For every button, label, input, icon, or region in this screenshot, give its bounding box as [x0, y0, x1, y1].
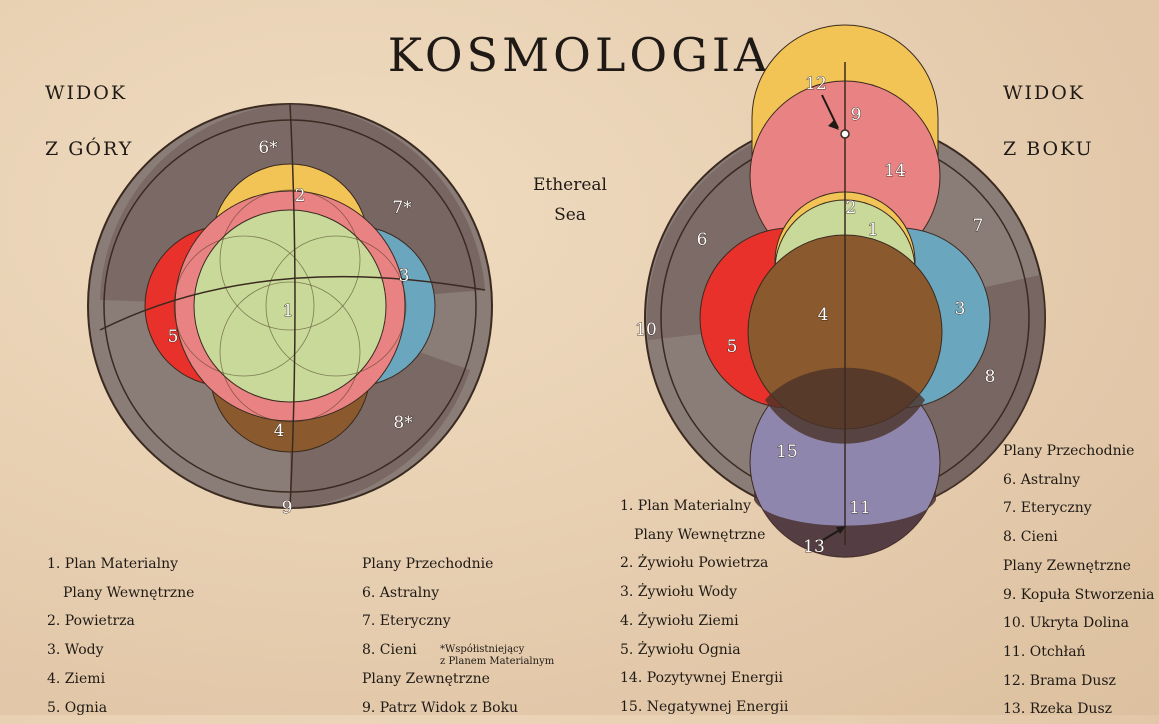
- side-soul-gate-marker: [841, 130, 849, 138]
- legend-side-view-inner: 1. Plan Materialny Plany Wewnętrzne 2. Ż…: [620, 492, 788, 722]
- legend-item: 15. Negatywnej Energii: [620, 693, 788, 722]
- side-label-8: 8: [985, 367, 996, 387]
- top-label-7: 7*: [392, 198, 412, 218]
- legend-item: 5. Żywiołu Ognia: [620, 636, 788, 665]
- legend-item: 10. Ukryta Dolina: [1003, 609, 1154, 638]
- legend-item: 14. Pozytywnej Energii: [620, 664, 788, 693]
- legend-item: 7. Eteryczny: [362, 607, 518, 636]
- legend-heading: Plany Przechodnie: [362, 550, 518, 579]
- legend-heading: Plany Przechodnie: [1003, 437, 1154, 466]
- side-label-15: 15: [776, 442, 798, 462]
- legend-item: 6. Astralny: [1003, 466, 1154, 495]
- legend-item: 6. Astralny: [362, 579, 518, 608]
- top-label-4: 4: [274, 421, 285, 441]
- side-view-diagram: 1 2 3 4 5 6 7 8 9 10 11 12 13 14 15: [635, 25, 1045, 558]
- legend-item: 1. Plan Materialny: [47, 550, 194, 579]
- legend-item: 11. Otchłań: [1003, 638, 1154, 667]
- side-label-3: 3: [955, 299, 966, 319]
- footnote: *Współistniejący z Planem Materialnym: [440, 644, 554, 668]
- legend-item: 9. Kopuła Stworzenia: [1003, 581, 1154, 610]
- legend-item: 5. Ognia: [47, 694, 194, 723]
- top-label-1: 1: [283, 301, 294, 321]
- side-label-2: 2: [846, 198, 857, 218]
- side-label-6: 6: [697, 230, 708, 250]
- side-label-10: 10: [635, 320, 657, 340]
- legend-side-view-outer: Plany Przechodnie 6. Astralny 7. Eterycz…: [1003, 437, 1154, 724]
- legend-item: 3. Wody: [47, 636, 194, 665]
- legend-item: 8. Cieni: [1003, 523, 1154, 552]
- side-label-7: 7: [973, 216, 984, 236]
- top-label-2: 2: [295, 186, 306, 206]
- top-label-5: 5: [168, 327, 179, 347]
- legend-heading: Plany Wewnętrzne: [620, 521, 788, 550]
- legend-item: 4. Żywiołu Ziemi: [620, 607, 788, 636]
- legend-item: 2. Powietrza: [47, 607, 194, 636]
- legend-top-view-inner: 1. Plan Materialny Plany Wewnętrzne 2. P…: [47, 550, 194, 722]
- side-label-9: 9: [851, 105, 862, 125]
- top-label-9: 9: [282, 498, 293, 518]
- side-label-14: 14: [884, 161, 906, 181]
- legend-item: 9. Patrz Widok z Boku: [362, 694, 518, 723]
- side-label-1: 1: [868, 220, 879, 240]
- top-label-3: 3: [399, 266, 410, 286]
- top-view-diagram: 1 2 3 4 5 6* 7* 8* 9: [88, 104, 492, 518]
- side-label-4: 4: [818, 305, 829, 325]
- side-label-11: 11: [849, 498, 871, 518]
- legend-item: 12. Brama Dusz: [1003, 667, 1154, 696]
- legend-heading: Plany Wewnętrzne: [47, 579, 194, 608]
- top-label-6: 6*: [258, 138, 278, 158]
- side-label-12: 12: [805, 74, 827, 94]
- legend-item: 2. Żywiołu Powietrza: [620, 549, 788, 578]
- legend-item: 7. Eteryczny: [1003, 494, 1154, 523]
- legend-heading: Plany Zewnętrzne: [362, 665, 518, 694]
- legend-heading: Plany Zewnętrzne: [1003, 552, 1154, 581]
- footnote-line1: *Współistniejący: [440, 644, 554, 656]
- top-label-8: 8*: [393, 413, 413, 433]
- footnote-line2: z Planem Materialnym: [440, 656, 554, 668]
- side-label-13: 13: [803, 537, 825, 557]
- legend-item: 4. Ziemi: [47, 665, 194, 694]
- side-label-5: 5: [727, 337, 738, 357]
- legend-top-view-outer: Plany Przechodnie 6. Astralny 7. Eterycz…: [362, 550, 518, 722]
- legend-item: 13. Rzeka Dusz: [1003, 695, 1154, 724]
- legend-item: 1. Plan Materialny: [620, 492, 788, 521]
- legend-item: 3. Żywiołu Wody: [620, 578, 788, 607]
